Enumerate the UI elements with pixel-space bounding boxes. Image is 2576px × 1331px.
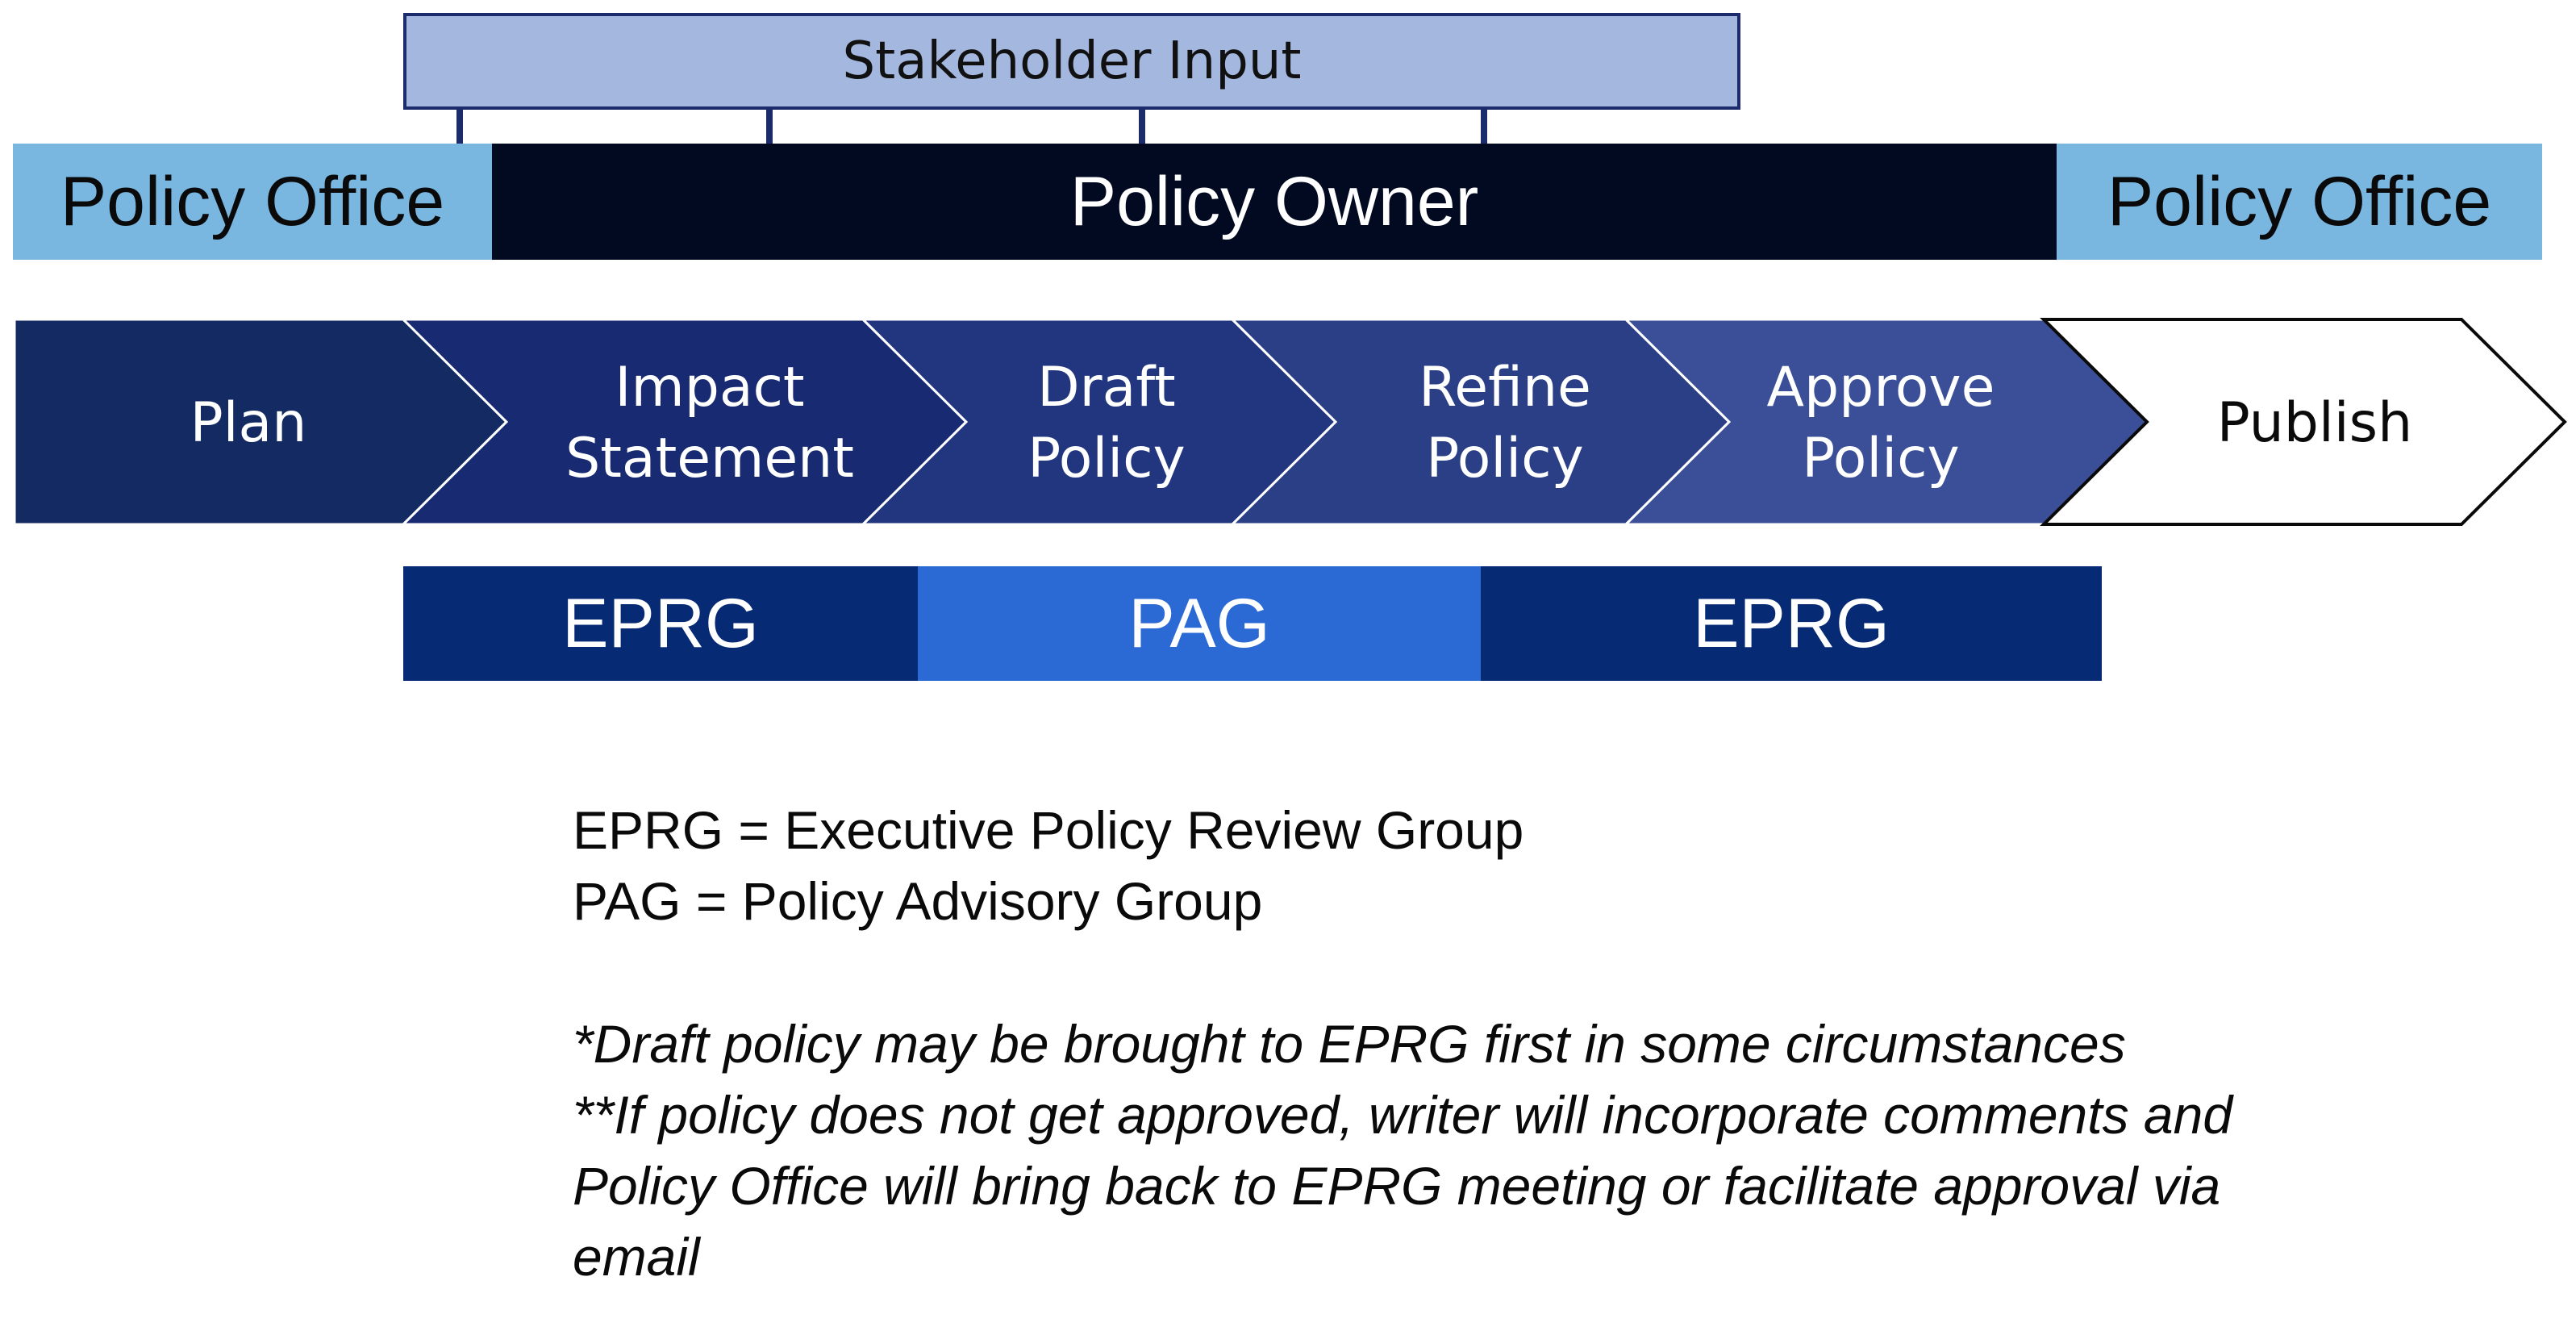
step-impact-statement-chevron: [400, 318, 969, 526]
stakeholder-connector: [1481, 110, 1487, 144]
role-policy-office-end: Policy Office: [2057, 144, 2542, 260]
stakeholder-connector: [766, 110, 773, 144]
step-publish-chevron: [2040, 318, 2567, 526]
step-approve-policy-label: Approve: [1767, 356, 1995, 419]
step-approve-policy-chevron: [1623, 318, 2149, 526]
footnote-line: *Draft policy may be brought to EPRG fir…: [573, 1014, 2126, 1074]
stakeholder-connector: [1139, 110, 1145, 144]
step-publish-label: Publish: [2217, 391, 2412, 455]
group-label: EPRG: [1693, 584, 1890, 662]
step-refine-policy-chevron: [1229, 318, 1732, 526]
group-label: PAG: [1128, 584, 1270, 662]
footnote-line: Policy Office will bring back to EPRG me…: [573, 1156, 2221, 1216]
step-draft-policy-chevron: [860, 318, 1338, 526]
step-refine-policy-label: Policy: [1426, 427, 1584, 490]
role-policy-office-start: Policy Office: [13, 144, 492, 260]
step-draft-policy-label: Policy: [1027, 427, 1186, 490]
role-label: Policy Office: [2107, 162, 2492, 240]
group-label: EPRG: [562, 584, 759, 662]
legend-line: PAG = Policy Advisory Group: [573, 871, 1263, 931]
legend-line: EPRG = Executive Policy Review Group: [573, 800, 1524, 860]
footnote-line: **If policy does not get approved, write…: [573, 1085, 2233, 1145]
step-impact-statement-label: Statement: [565, 427, 854, 490]
stakeholder-connector: [456, 110, 463, 144]
step-plan-label: Plan: [190, 391, 307, 455]
step-impact-statement-label: Impact: [615, 356, 804, 419]
group-eprg-first: EPRG: [403, 566, 918, 681]
role-label: Policy Office: [60, 162, 445, 240]
footnotes: *Draft policy may be brought to EPRG fir…: [573, 1008, 2468, 1292]
group-pag: PAG: [918, 566, 1481, 681]
stakeholder-input-bar: Stakeholder Input: [403, 13, 1740, 110]
step-approve-policy-label: Policy: [1802, 427, 1960, 490]
role-policy-owner: Policy Owner: [492, 144, 2057, 260]
footnote-line: email: [573, 1227, 700, 1287]
acronym-legend: EPRG = Executive Policy Review Group PAG…: [573, 795, 2428, 937]
step-draft-policy-label: Draft: [1037, 356, 1175, 419]
step-plan-chevron: [13, 318, 509, 526]
step-refine-policy-label: Refine: [1419, 356, 1591, 419]
role-label: Policy Owner: [1069, 162, 1479, 240]
stakeholder-input-label: Stakeholder Input: [842, 31, 1302, 91]
group-eprg-second: EPRG: [1481, 566, 2102, 681]
